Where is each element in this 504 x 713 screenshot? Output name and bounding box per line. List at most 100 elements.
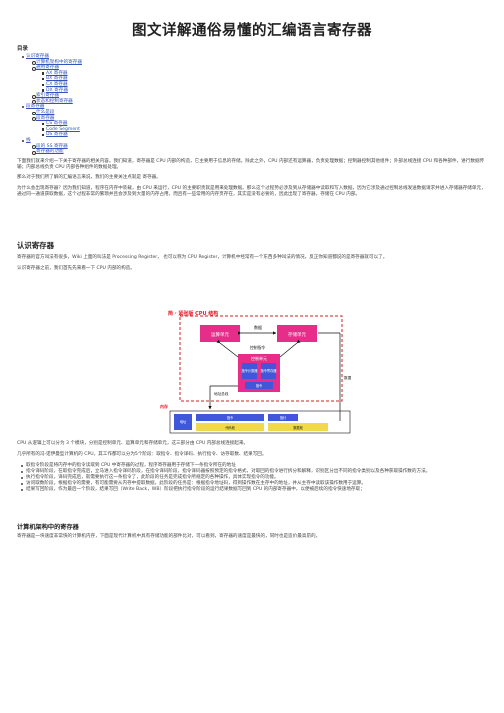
bullet-icon <box>42 122 45 126</box>
toc-item: DS 寄存器 <box>17 132 82 138</box>
toc-item: 寄存器的功能 <box>17 149 82 155</box>
address-bus-label: 地址总线 <box>214 391 229 396</box>
program-counter-label: 指令计数器 <box>242 368 259 373</box>
bullet-icon <box>42 72 45 75</box>
memory-code-block <box>196 423 264 431</box>
bullet-icon <box>21 483 23 486</box>
toc-link[interactable]: 状态和控制寄存器 <box>36 98 73 104</box>
bullet-icon <box>21 465 23 467</box>
list-item-text: 取指令阶段是将内存中的指令读取到 CPU 中寄存器的过程，程序寄存器用于存储下一… <box>26 463 236 468</box>
data-label: 数据 <box>254 324 262 330</box>
list-item: 执行指令阶段，译码完成后，就需要执行这一条指令了，此阶段的任务是完成指令所规定的… <box>17 475 487 481</box>
toc-link[interactable]: 段寄存器 <box>36 115 55 121</box>
section-heading-registers: 认识寄存器 <box>17 241 54 250</box>
toc-item: Code Segment <box>17 127 82 133</box>
list-item-text: 指令译码阶段，在取指令完成后，立马进入指令译码阶段，在指令译码阶段，指令译码器按… <box>26 469 431 475</box>
toc-item: 索引寄存器 <box>17 93 82 99</box>
toc-link[interactable]: 什么是段 <box>36 109 55 115</box>
bullet-icon <box>22 55 25 59</box>
section1b-paragraph-2: 几乎所有的冯·诺伊曼型计算机的 CPU，其工作都可以分为5个阶段：取指令、指令译… <box>17 452 267 457</box>
bullet-icon <box>32 66 36 71</box>
intro-paragraph-2: 那么对于我们所了解的汇编语言来说，我们的主要关注点就是 寄存器。 <box>17 175 161 180</box>
toc-item: 通用寄存器 <box>17 65 82 71</box>
cpu-frame <box>179 315 343 402</box>
bullet-icon <box>42 83 45 87</box>
toc-link[interactable]: DS 寄存器 <box>46 132 68 138</box>
memory-data-block <box>268 423 328 431</box>
memory-label: 内存 <box>160 403 168 409</box>
bullet-icon <box>32 94 36 99</box>
section-heading-architecture: 计算机架构中的寄存器 <box>17 524 79 531</box>
program-counter-block <box>242 363 257 379</box>
toc-link[interactable]: CX 寄存器 <box>46 81 68 87</box>
memory-ptr-label: 指针 <box>280 415 287 420</box>
bullet-icon <box>32 150 36 155</box>
toc-link[interactable]: 计算机架构中的寄存器 <box>36 59 82 65</box>
bullet-icon <box>42 128 45 131</box>
list-item: 取指令阶段是将内存中的指令读取到 CPU 中寄存器的过程，程序寄存器用于存储下一… <box>17 463 487 469</box>
storage-unit-block <box>277 325 317 342</box>
toc-link[interactable]: 认识寄存器 <box>26 54 49 59</box>
bullet-icon <box>22 106 25 109</box>
toc-item: CS 寄存器 <box>17 121 82 127</box>
storage-unit-label: 存储单元 <box>288 331 306 338</box>
toc-item: 状态和控制寄存器 <box>17 99 82 105</box>
toc-item: 认识寄存器 <box>17 54 82 60</box>
data-bus-label: 数据 <box>344 375 352 380</box>
toc-item: 段寄存器 <box>17 116 82 122</box>
toc-link[interactable]: Code Segment <box>46 126 80 132</box>
bullet-icon <box>32 100 36 105</box>
toc-item: 计算机架构中的寄存器 <box>17 60 82 66</box>
toc-link[interactable]: 索引寄存器 <box>36 93 59 99</box>
list-item-text: 结果写回阶段，作为最后一个阶段，结果写回（Write Back，WB）阶段把执行… <box>26 487 365 493</box>
toc-link[interactable]: 通用寄存器 <box>36 65 59 71</box>
toc-link[interactable]: DX 寄存器 <box>46 87 68 93</box>
toc-link[interactable]: BX 寄存器 <box>46 76 68 82</box>
section2-paragraph-1: 寄存器是一块速度非常快的计算机内存，下面是现代计算机中具有存储功能的部件比对，可… <box>17 534 321 539</box>
control-label: 控制指令 <box>250 345 265 350</box>
control-arrow-right <box>279 339 301 358</box>
toc-item: 栈 <box>17 138 82 144</box>
cpu-structure-diagram: 简 · 紧张版 CPU 结构 运算单元 存储单元 数据 控制单元 指令计数器 指… <box>150 309 374 434</box>
instruction-register-label: 指令寄存器 <box>261 368 278 373</box>
list-item: 指令译码阶段，在取指令完成后，立马进入指令译码阶段，在指令译码阶段，指令译码器按… <box>17 469 487 475</box>
control-unit-label: 控制单元 <box>251 355 267 361</box>
toc-link[interactable]: 栈 <box>26 137 31 143</box>
memory-index-block <box>196 414 264 421</box>
memory-frame <box>169 410 351 434</box>
memory-code-label: 代码段 <box>225 425 235 430</box>
memory-addr-label: 地址 <box>180 419 187 424</box>
toc-item: 段的 SS 寄存器 <box>17 144 82 150</box>
bullet-icon <box>42 78 45 81</box>
toc-link[interactable]: 段的 SS 寄存器 <box>36 143 68 149</box>
bullet-icon <box>21 489 23 492</box>
bullet-icon <box>22 139 25 142</box>
toc-link[interactable]: 寄存器的功能 <box>36 149 64 155</box>
bullet-icon <box>42 89 45 92</box>
list-item: 访问取数阶段，根据指令的需要，有可能需要从内存中提取数据，此阶段的任务是：根据指… <box>17 481 487 487</box>
memory-index-label: 指令 <box>227 415 234 420</box>
cpu-diagram-svg: 简 · 紧张版 CPU 结构 运算单元 存储单元 数据 控制单元 指令计数器 指… <box>160 310 352 434</box>
bullet-icon <box>42 134 45 137</box>
diagram-caption: 简 · 紧张版 CPU 结构 <box>168 310 218 317</box>
list-item-text: 访问取数阶段，根据指令的需要，有可能需要从内存中提取数据，此阶段的任务是：根据指… <box>26 481 366 487</box>
list-item-text: 执行指令阶段，译码完成后，就需要执行这一条指令了，此阶段的任务是完成指令所规定的… <box>26 475 279 481</box>
toc-link[interactable]: CS 寄存器 <box>46 121 68 127</box>
toc-item: 什么是段 <box>17 110 82 116</box>
toc-item: 段寄存器 <box>17 104 82 110</box>
bullet-icon <box>21 471 23 474</box>
logic-unit-block <box>200 325 240 342</box>
bullet-icon <box>32 111 36 116</box>
bullet-icon <box>32 61 36 66</box>
toc-link[interactable]: 段寄存器 <box>26 104 45 110</box>
page-title: 图文详解通俗易懂的汇编语言寄存器 <box>132 23 372 39</box>
cpu-stage-list: 取指令阶段是将内存中的指令读取到 CPU 中寄存器的过程，程序寄存器用于存储下一… <box>17 463 487 493</box>
section1b-paragraph-1: CPU 从逻辑上可以分为 3 个模块，分别是控制单元、运算单元和存储单元，这三部… <box>17 441 249 446</box>
section1-paragraph-1: 寄存器的官方叫法有很多，Wiki 上面的叫法是 Processing Regis… <box>17 255 388 260</box>
decoder-label: 指令 <box>256 383 263 388</box>
memory-data-label: 数据段 <box>293 425 303 430</box>
toc-item: AX 寄存器 <box>17 71 82 77</box>
bullet-icon <box>32 145 36 149</box>
toc-link[interactable]: AX 寄存器 <box>46 70 68 76</box>
